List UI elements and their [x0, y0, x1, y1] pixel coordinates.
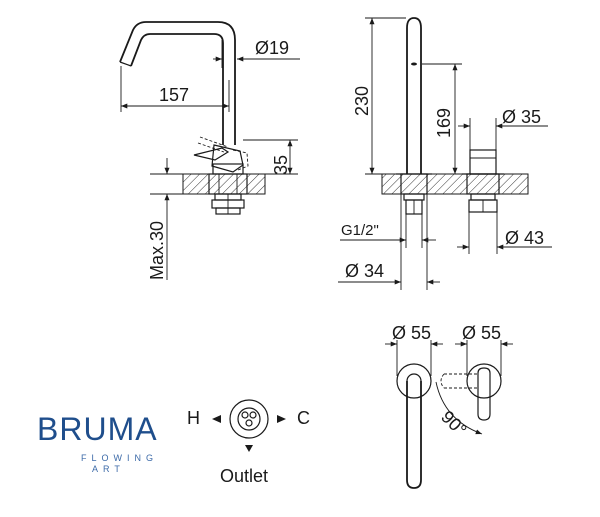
dim-lever-height: 35 — [271, 155, 291, 175]
top-view: 90° Ø 55 Ø 55 — [385, 323, 513, 489]
label-cold: C — [297, 408, 310, 428]
outlet-arrow-icon — [245, 445, 253, 452]
side-view: Ø19 157 35 Max.30 — [119, 21, 300, 280]
label-hot: H — [187, 408, 200, 428]
lever — [193, 136, 249, 173]
brand-name: BRUMA — [37, 411, 158, 447]
dim-base-diameter: Ø 43 — [505, 228, 544, 248]
brand-tagline-1: FLOWING — [81, 453, 158, 463]
dim-rotation-angle: 90° — [437, 407, 470, 440]
brand-tagline-2: ART — [92, 464, 125, 474]
rosette-right — [466, 363, 502, 399]
spout-top — [406, 381, 422, 489]
dim-max-thickness: Max.30 — [147, 221, 167, 280]
dim-rosette-right: Ø 55 — [462, 323, 501, 343]
dim-rosette-left: Ø 55 — [392, 323, 431, 343]
countertop-right — [381, 173, 529, 195]
dim-total-height: 230 — [352, 86, 372, 116]
dim-thread: G1/2" — [341, 222, 379, 239]
outlet-ring — [229, 399, 269, 439]
cold-arrow-icon — [277, 415, 286, 423]
front-view: 230 169 Ø 35 G1/2" Ø 43 Ø 34 — [338, 17, 552, 290]
hot-arrow-icon — [212, 415, 221, 423]
lever-top — [477, 367, 491, 421]
dim-spout-height: 169 — [434, 108, 454, 138]
spout-outline — [119, 21, 236, 145]
water-legend: H C Outlet — [187, 399, 310, 486]
dim-handle-diameter: Ø 35 — [502, 107, 541, 127]
dim-reach: 157 — [159, 85, 189, 105]
countertop-left — [182, 173, 266, 195]
brand-logo: BRUMA FLOWING ART — [37, 411, 158, 474]
label-outlet: Outlet — [220, 466, 268, 486]
spout-tube — [406, 17, 422, 174]
rosette-left — [396, 363, 432, 399]
handle-body — [469, 149, 497, 175]
dim-spout-diameter: Ø19 — [255, 38, 289, 58]
dim-shank-diameter: Ø 34 — [345, 261, 384, 281]
